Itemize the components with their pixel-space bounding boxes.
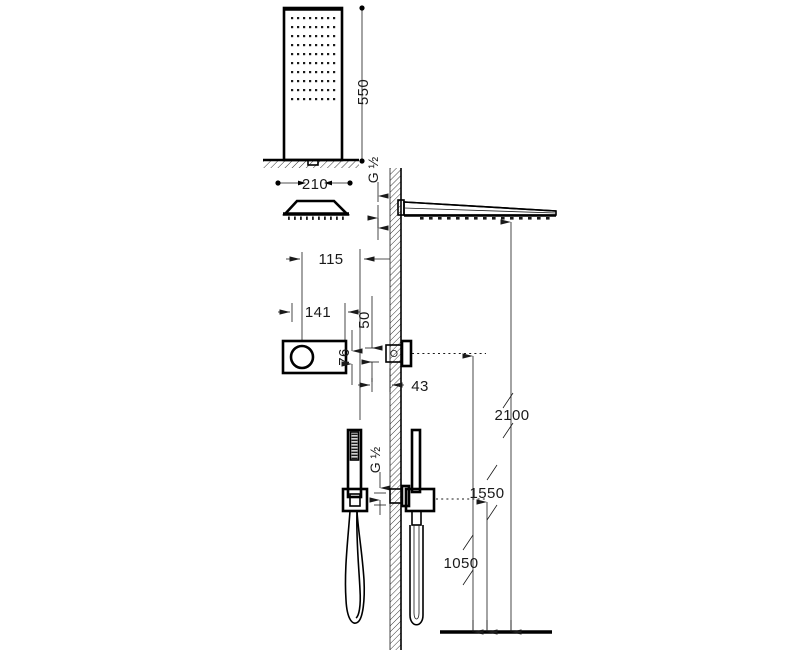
dimension-1550-label: 1550 xyxy=(470,485,505,502)
dimension-76-label: 76 xyxy=(336,348,353,366)
dimension-2100: 2100 xyxy=(495,219,530,635)
thread-label-bottom-text: G ½ xyxy=(367,446,383,473)
dimension-115-label: 115 xyxy=(318,251,343,268)
thread-label-bottom: G ½ xyxy=(367,446,391,515)
dimension-210-label: 210 xyxy=(302,176,328,193)
dimension-1050: 1050 xyxy=(444,499,498,635)
thermostatic-valve-side xyxy=(385,339,413,368)
dimension-1550: 1550 xyxy=(462,353,505,635)
dimension-43-label: 43 xyxy=(411,378,429,395)
thermostatic-valve-plate xyxy=(281,339,348,375)
dimension-550-label: 550 xyxy=(355,79,372,105)
thread-label-top-text: G ½ xyxy=(365,156,381,183)
dimension-2100-label: 2100 xyxy=(495,407,530,424)
overhead-shower-head-front xyxy=(282,199,351,220)
dimension-1050-label: 1050 xyxy=(444,555,479,572)
overhead-shower-arm xyxy=(397,199,557,220)
dimension-43: 43 xyxy=(358,368,429,395)
spray-nozzle-grid xyxy=(291,17,336,101)
dimension-210: 210 xyxy=(275,176,353,193)
hand-shower-front xyxy=(341,428,369,624)
dimension-550: 550 xyxy=(355,5,372,164)
hand-shower-side xyxy=(389,428,436,626)
rain-shower-panel xyxy=(282,6,344,166)
dimension-141: 141 xyxy=(278,303,360,340)
dimension-115: 115 xyxy=(286,249,390,420)
wall-section xyxy=(389,168,402,650)
dimension-50-label: 50 xyxy=(356,311,373,329)
dimension-76: 76 xyxy=(336,330,363,385)
thread-label-top: G ½ xyxy=(365,156,389,199)
dimension-141-label: 141 xyxy=(305,304,331,321)
dimension-50: 50 xyxy=(356,296,383,382)
